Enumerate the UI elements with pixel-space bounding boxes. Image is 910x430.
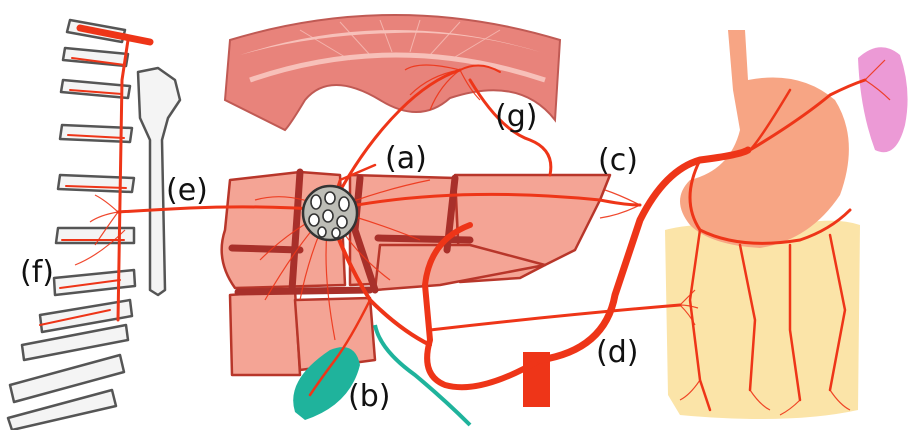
label-a: (a) <box>385 141 427 176</box>
lymph-node <box>303 186 357 240</box>
liver <box>222 172 610 375</box>
rib-cage <box>8 20 180 430</box>
stomach <box>680 30 849 248</box>
label-b: (b) <box>348 379 390 414</box>
label-e: (e) <box>166 173 208 208</box>
label-c: (c) <box>598 143 638 178</box>
label-g: (g) <box>495 99 537 134</box>
label-d: (d) <box>596 335 638 370</box>
label-f: (f) <box>20 255 54 290</box>
